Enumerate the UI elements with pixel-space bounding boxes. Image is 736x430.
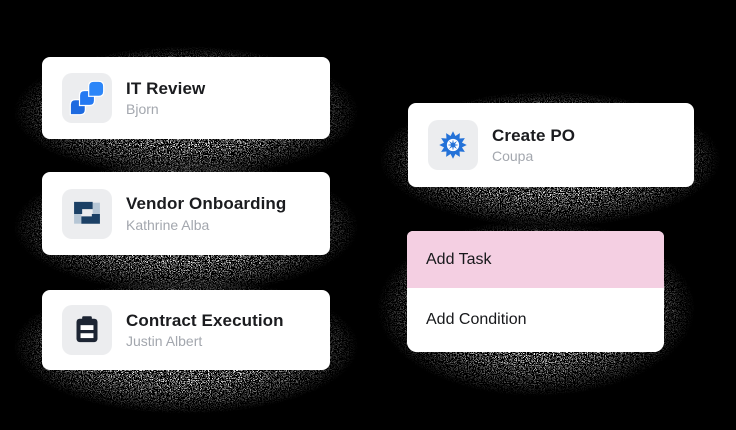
card-title: Create PO	[492, 125, 576, 145]
clipboard-icon	[76, 316, 98, 343]
icon-tile	[62, 188, 112, 239]
menu-item-label: Add Task	[426, 250, 492, 268]
menu-item-add-condition[interactable]: Add Condition	[407, 288, 664, 352]
task-card-it-review[interactable]: IT Review Bjorn	[42, 57, 330, 139]
card-subtitle: Coupa	[492, 148, 534, 165]
menu-item-add-task[interactable]: Add Task	[407, 231, 664, 288]
coupa-icon	[439, 131, 467, 159]
task-card-create-po[interactable]: Create PO Coupa	[408, 103, 694, 187]
card-title: IT Review	[126, 78, 206, 98]
icon-tile	[62, 305, 112, 355]
jira-icon	[69, 80, 105, 116]
context-menu: Add Task Add Condition	[407, 231, 664, 352]
card-title: Contract Execution	[126, 310, 284, 330]
icon-tile	[62, 73, 112, 123]
task-card-contract-execution[interactable]: Contract Execution Justin Albert	[42, 290, 330, 370]
icon-tile	[428, 120, 478, 170]
card-subtitle: Bjorn	[126, 101, 159, 118]
netsuite-icon	[74, 201, 100, 224]
card-title: Vendor Onboarding	[126, 194, 287, 214]
task-card-vendor-onboarding[interactable]: Vendor Onboarding Kathrine Alba	[42, 172, 330, 255]
card-subtitle: Kathrine Alba	[126, 216, 210, 233]
menu-item-label: Add Condition	[426, 311, 527, 328]
card-subtitle: Justin Albert	[126, 333, 203, 350]
